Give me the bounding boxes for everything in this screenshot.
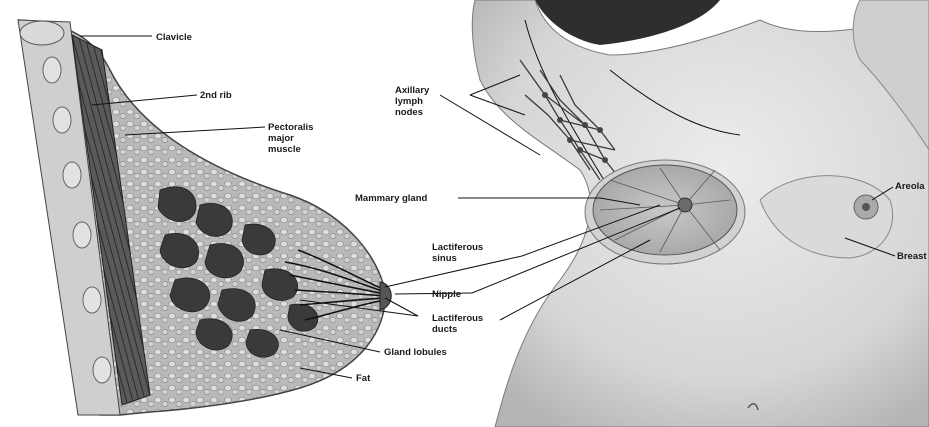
torso-figure <box>472 0 929 427</box>
label-areola: Areola <box>895 181 925 192</box>
label-lactiferous-ducts-line-1: Lactiferous <box>432 313 483 324</box>
label-clavicle: Clavicle <box>156 32 192 43</box>
label-axillary-line-1: Axillary <box>395 85 430 96</box>
right-nipple <box>862 203 870 211</box>
clavicle-bone <box>20 21 64 45</box>
label-lactiferous-ducts: Lactiferous ducts <box>432 313 486 335</box>
label-axillary-line-2: lymph <box>395 96 423 107</box>
label-lactiferous-sinus-line-2: sinus <box>432 253 457 264</box>
label-pectoralis: Pectoralis major muscle <box>268 122 316 155</box>
label-nipple: Nipple <box>432 289 461 300</box>
label-pectoralis-line-2: major <box>268 133 294 144</box>
label-2nd-rib: 2nd rib <box>200 90 232 101</box>
label-gland-lobules: Gland lobules <box>384 347 447 358</box>
sagittal-section <box>18 20 391 415</box>
label-axillary: Axillary lymph nodes <box>395 85 432 118</box>
label-breast: Breast <box>897 251 927 262</box>
label-fat: Fat <box>356 373 371 384</box>
label-pectoralis-line-1: Pectoralis <box>268 122 313 133</box>
mammary-gland-region <box>593 165 737 255</box>
label-axillary-line-3: nodes <box>395 107 423 118</box>
label-lactiferous-sinus: Lactiferous sinus <box>432 242 486 264</box>
left-nipple <box>678 198 692 212</box>
label-pectoralis-line-3: muscle <box>268 144 301 155</box>
label-lactiferous-sinus-line-1: Lactiferous <box>432 242 483 253</box>
label-lactiferous-ducts-line-2: ducts <box>432 324 457 335</box>
label-mammary-gland: Mammary gland <box>355 193 428 204</box>
